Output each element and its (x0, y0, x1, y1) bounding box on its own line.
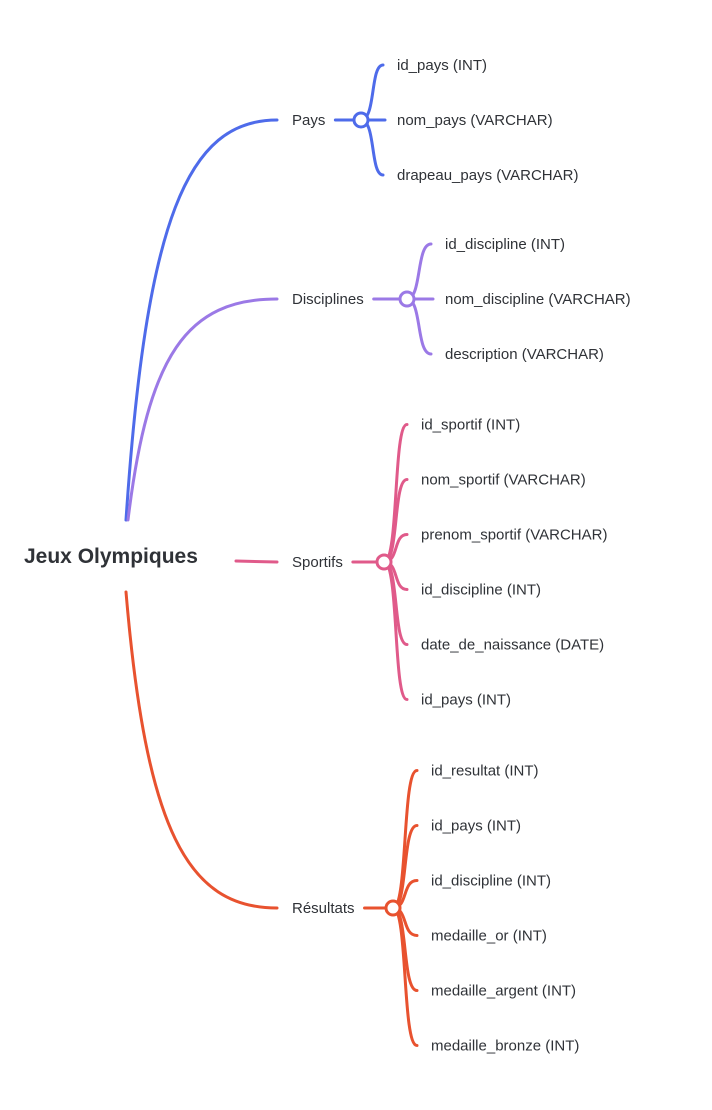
leaf-label-re-sultats-4[interactable]: medaille_argent (INT) (431, 983, 576, 1000)
edge-re-sultats-leaf-5 (391, 906, 419, 1047)
edge-root-to-pays (124, 118, 279, 522)
collapse-toggle-sportifs[interactable] (375, 553, 393, 571)
leaf-label-sportifs-2[interactable]: prenom_sportif (VARCHAR) (421, 527, 607, 544)
leaf-label-sportifs-1[interactable]: nom_sportif (VARCHAR) (421, 472, 586, 489)
leaf-label-re-sultats-5[interactable]: medaille_bronze (INT) (431, 1038, 579, 1055)
leaf-label-disciplines-2[interactable]: description (VARCHAR) (445, 346, 604, 363)
root-node-label[interactable]: Jeux Olympiques (24, 545, 198, 568)
collapse-toggle-disciplines[interactable] (398, 290, 416, 308)
collapse-toggle-re-sultats[interactable] (384, 899, 402, 917)
edge-re-sultats-leaf-0 (391, 769, 419, 910)
leaf-label-pays-0[interactable]: id_pays (INT) (397, 57, 487, 74)
edge-disciplines-leaf-0 (405, 242, 433, 301)
mind-map-edges (124, 63, 435, 1047)
leaf-label-sportifs-0[interactable]: id_sportif (INT) (421, 417, 520, 434)
leaf-label-pays-1[interactable]: nom_pays (VARCHAR) (397, 112, 553, 129)
edge-root-to-sportifs (234, 559, 279, 564)
edge-pays-leaf-0 (359, 63, 385, 122)
edge-root-to-disciplines (126, 297, 279, 522)
branch-label-disciplines[interactable]: Disciplines (292, 291, 364, 308)
leaf-label-sportifs-3[interactable]: id_discipline (INT) (421, 582, 541, 599)
leaf-label-re-sultats-1[interactable]: id_pays (INT) (431, 818, 521, 835)
leaf-label-disciplines-0[interactable]: id_discipline (INT) (445, 236, 565, 253)
leaf-label-pays-2[interactable]: drapeau_pays (VARCHAR) (397, 167, 578, 184)
branch-label-sportifs[interactable]: Sportifs (292, 554, 343, 571)
branch-label-pays[interactable]: Pays (292, 112, 325, 129)
leaf-label-re-sultats-2[interactable]: id_discipline (INT) (431, 873, 551, 890)
edge-sportifs-leaf-5 (382, 560, 409, 701)
edge-root-to-re-sultats (124, 590, 279, 910)
mind-map-nodes: Jeux Olympiques Pays id_pays (INT) nom_pay… (24, 57, 631, 1055)
edge-disciplines-leaf-2 (405, 297, 433, 356)
leaf-label-re-sultats-0[interactable]: id_resultat (INT) (431, 763, 539, 780)
leaf-label-re-sultats-3[interactable]: medaille_or (INT) (431, 928, 547, 945)
edge-sportifs-leaf-0 (382, 423, 409, 564)
collapse-toggle-pays[interactable] (352, 111, 370, 129)
leaf-label-sportifs-5[interactable]: id_pays (INT) (421, 692, 511, 709)
leaf-label-disciplines-1[interactable]: nom_discipline (VARCHAR) (445, 291, 631, 308)
leaf-label-sportifs-4[interactable]: date_de_naissance (DATE) (421, 637, 604, 654)
branch-label-re-sultats[interactable]: Résultats (292, 900, 355, 917)
edge-pays-leaf-2 (359, 118, 385, 177)
